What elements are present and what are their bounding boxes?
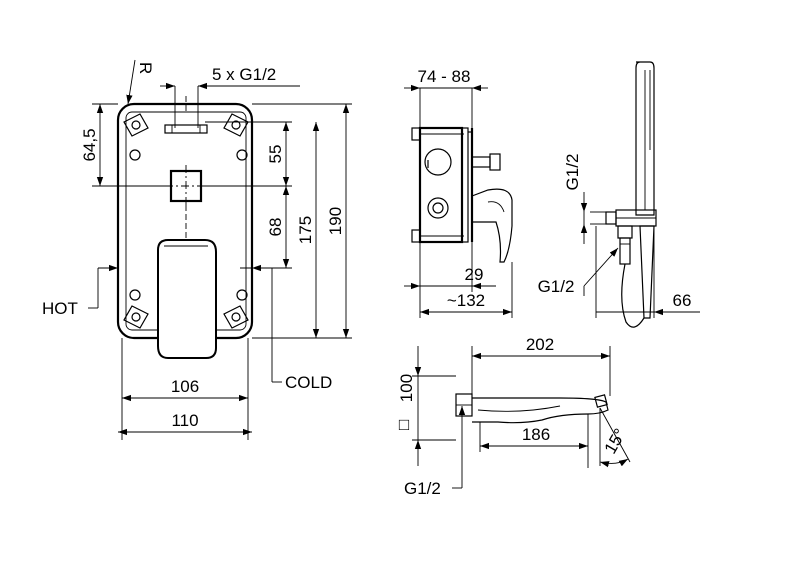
front-dimensions: [88, 59, 352, 440]
label-68: 68: [266, 218, 285, 237]
side-view: [404, 84, 513, 318]
label-r: R: [136, 62, 155, 74]
lever-handle: [157, 239, 217, 359]
hand-shower: [635, 61, 655, 216]
label-5xg12: 5 x G1/2: [212, 65, 276, 84]
lever-profile: [471, 188, 513, 263]
label-15deg: 15°: [601, 425, 630, 457]
label-g12-spout: G1/2: [404, 479, 441, 498]
dimension-labels: R 5 x G1/2 64,5 55 68 175 190 HOT COLD 1…: [42, 62, 691, 498]
label-29: 29: [465, 265, 484, 284]
hose: [621, 263, 645, 328]
label-hot: HOT: [42, 299, 78, 318]
label-g12-hand: G1/2: [538, 277, 575, 296]
rough-in-box: [418, 126, 464, 244]
label-202: 202: [526, 335, 554, 354]
label-55: 55: [266, 145, 285, 164]
label-110: 110: [171, 411, 198, 430]
hand-shower-view: [580, 61, 700, 328]
label-190: 190: [326, 207, 345, 235]
label-cold: COLD: [285, 373, 332, 392]
label-132: ~132: [447, 291, 485, 310]
label-175: 175: [296, 216, 315, 244]
label-186: 186: [522, 425, 550, 444]
label-g12-side: G1/2: [563, 154, 582, 191]
label-100: 100: [397, 374, 416, 402]
label-64-5: 64,5: [80, 128, 99, 161]
label-74-88: 74 - 88: [418, 67, 471, 86]
front-view: [116, 96, 254, 359]
label-106: 106: [171, 377, 199, 396]
label-66: 66: [673, 291, 692, 310]
spout-view: [412, 346, 631, 489]
mounting-lugs: [123, 113, 249, 329]
label-square: □: [399, 415, 409, 434]
